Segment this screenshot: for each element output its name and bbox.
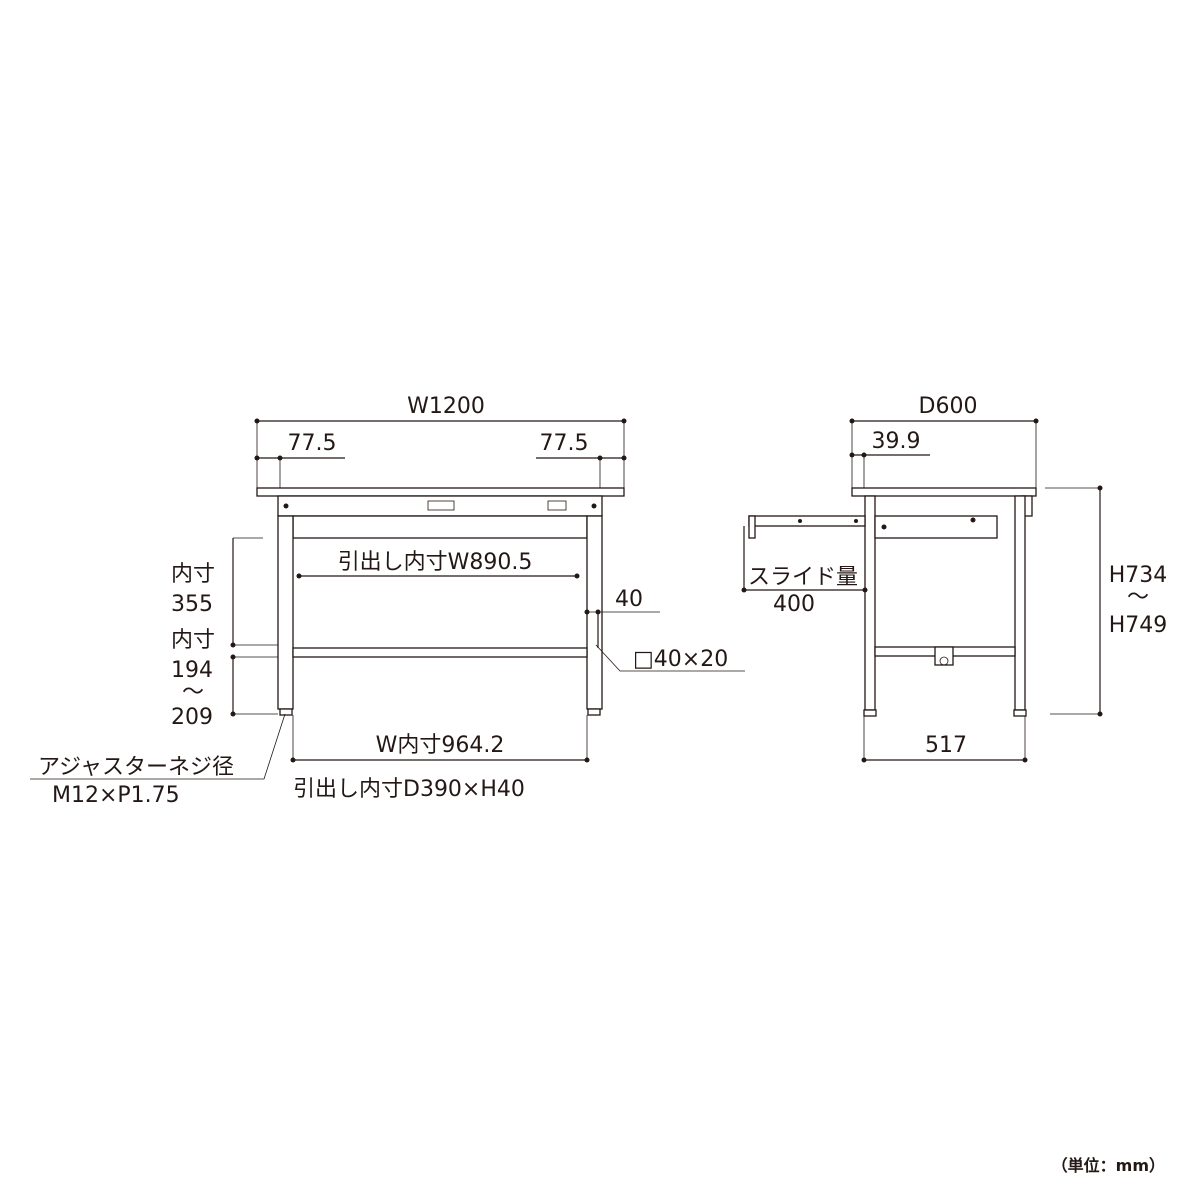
label-adjuster-spec: M12×P1.75 <box>52 783 180 808</box>
slide-rail-front <box>748 515 756 539</box>
dim-dot <box>230 642 236 648</box>
label-drawer-inner-size: 引出し内寸D390×H40 <box>293 777 525 802</box>
label-height-min: H734 <box>1109 563 1168 588</box>
front-foot-left <box>279 708 293 716</box>
label-inner-top: 内寸 <box>171 562 215 587</box>
label-height-tilde: ～ <box>1127 585 1149 610</box>
label-height-max: H749 <box>1109 613 1168 638</box>
dim-dot <box>290 757 296 763</box>
dim-dot <box>584 757 590 763</box>
side-view: D600 39.9 スライド量 400 H734 ～ H749 517 <box>741 394 1168 763</box>
dim-dot <box>1022 757 1028 763</box>
dim-dot <box>849 452 855 458</box>
side-foot-front <box>863 709 877 717</box>
label-inner-width: W内寸964.2 <box>376 733 505 758</box>
side-leg-back <box>1014 495 1026 711</box>
label-40: 40 <box>615 587 643 612</box>
label-pipe-size: □40×20 <box>633 647 728 672</box>
label-355: 355 <box>171 592 213 617</box>
leader-adjuster <box>30 713 286 780</box>
dim-dot <box>1097 711 1103 717</box>
apron-bolt-right <box>591 503 597 509</box>
dim-dot <box>574 573 580 579</box>
front-lower-bar <box>292 647 588 658</box>
slide-rail <box>748 515 866 527</box>
dim-dot <box>230 654 236 660</box>
front-drawer <box>292 515 588 539</box>
dim-dot <box>1097 485 1103 491</box>
label-drawer-inner-width: 引出し内寸W890.5 <box>338 550 533 575</box>
rail-screw <box>798 519 802 523</box>
label-d600: D600 <box>919 394 978 419</box>
label-209: 209 <box>171 705 213 730</box>
label-slide-value: 400 <box>773 592 815 617</box>
label-slide: スライド量 <box>748 565 858 590</box>
drawer-screw <box>970 517 976 523</box>
drawer-label-plate <box>547 500 567 511</box>
label-tilde-front: ～ <box>182 680 204 705</box>
label-194: 194 <box>171 658 213 683</box>
drawer-handle <box>427 500 455 511</box>
label-775-right: 77.5 <box>540 431 589 456</box>
leader-pipe-size <box>595 644 745 672</box>
side-drawer-box <box>874 515 998 539</box>
front-leg-left <box>277 515 294 710</box>
unit-note: （単位：mm） <box>1052 1156 1165 1175</box>
dim-dot <box>254 455 260 461</box>
label-w1200: W1200 <box>407 394 485 419</box>
dim-dot <box>584 609 590 615</box>
label-inner-bottom: 内寸 <box>171 628 215 653</box>
label-399: 39.9 <box>872 429 921 454</box>
dim-dot <box>862 587 868 593</box>
apron-bolt-left <box>283 503 289 509</box>
side-foot-back <box>1013 709 1027 717</box>
rail-screw <box>854 519 858 523</box>
dim-dot <box>741 587 747 593</box>
label-517: 517 <box>925 733 967 758</box>
label-adjuster: アジャスターネジ径 <box>38 755 234 780</box>
dim-dot <box>621 455 627 461</box>
side-top-board <box>851 487 1037 497</box>
dim-dot <box>230 711 236 717</box>
label-775-left: 77.5 <box>288 431 337 456</box>
front-apron <box>277 495 603 517</box>
dim-dot <box>296 573 302 579</box>
drawer-screw <box>881 524 887 530</box>
front-view: W1200 77.5 77.5 引出し内寸W890.5 内寸 355 内寸 19… <box>30 394 745 808</box>
side-bar-clamp <box>934 646 954 666</box>
front-top-board <box>256 487 625 497</box>
dim-dot <box>861 757 867 763</box>
front-foot-right <box>587 708 601 716</box>
bar-clamp-bolt <box>939 656 949 666</box>
dim-dot <box>595 609 601 615</box>
side-leg-front <box>864 495 876 711</box>
